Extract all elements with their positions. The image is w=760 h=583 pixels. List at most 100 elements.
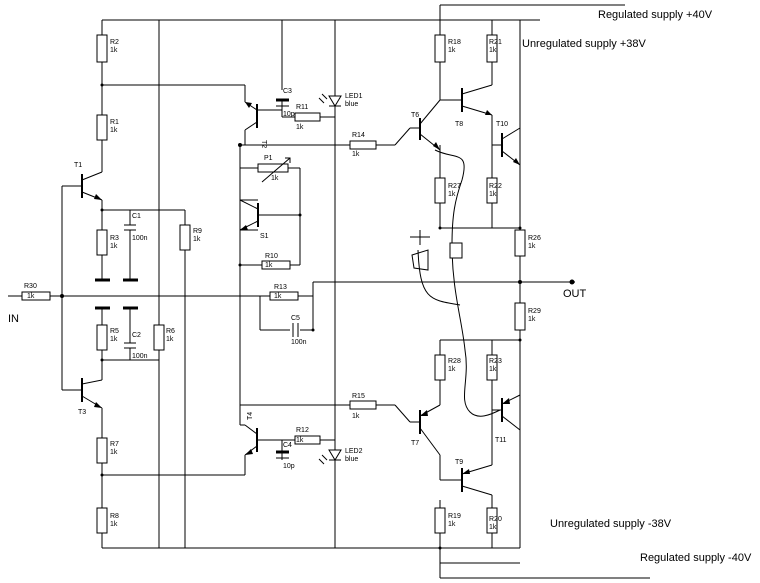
label-unregulated-supply-pos: Unregulated supply +38V [522,38,646,50]
value-r19: 1k [448,521,456,528]
label-r26: R26 [528,235,541,242]
value-r5: 1k [110,336,118,343]
transistor-t8: T8 [450,84,493,128]
label-r6: R6 [166,328,175,335]
label-r11: R11 [296,104,308,111]
label-r13: R13 [274,284,287,291]
label-led1: LED1 [345,93,363,100]
capacitor-c2: C2 100n [124,332,148,360]
value-r12: 1k [296,437,304,444]
value-r14: 1k [352,151,360,158]
value-r23: 1k [489,366,497,373]
transistor-t1: T1 [74,162,103,201]
transistor-t9: T9 [450,430,493,496]
label-r10: R10 [265,253,278,260]
value-r9: 1k [193,236,201,243]
capacitor-c4: C4 10p [276,442,295,470]
value-r18: 1k [448,47,456,54]
value-r26: 1k [528,243,536,250]
value-r3: 1k [110,243,118,250]
resistor-r11: R11 1k [294,104,321,131]
label-t3: T3 [78,409,86,416]
value-r29: 1k [528,316,536,323]
transistors: T1 T3 T2 S1 T4 [74,20,521,496]
ground-bars [95,278,138,310]
label-r1: R1 [110,119,119,126]
label-r27: R27 [448,183,461,190]
capacitor-c5: C5 100n [291,315,307,346]
label-t6: T6 [411,112,419,119]
value-c3: 10p [283,111,295,118]
label-r9: R9 [193,228,202,235]
value-p1: 1k [271,175,279,182]
label-r23: R23 [489,358,502,365]
label-t10: T10 [496,121,508,128]
label-r7: R7 [110,441,119,448]
transistor-s1: S1 [239,199,269,240]
wiring [8,4,650,579]
label-t1: T1 [74,162,82,169]
capacitors: C1 100n C2 100n C3 10p C4 10p C5 100n [124,88,307,470]
transistor-t6: T6 [410,99,441,151]
transistor-t2: T2 [244,101,267,148]
transistor-t7: T7 [410,404,441,456]
value-r7: 1k [110,449,118,456]
label-r20: R20 [489,516,502,523]
value-r21: 1k [489,47,497,54]
value-c1: 100n [132,235,148,242]
label-r8: R8 [110,513,119,520]
value-r28: 1k [448,366,456,373]
label-led2: LED2 [345,448,363,455]
value-r8: 1k [110,521,118,528]
value-led2: blue [345,456,358,463]
capacitor-c1: C1 100n [124,213,148,242]
value-r1: 1k [110,127,118,134]
label-r19: R19 [448,513,461,520]
label-p1: P1 [264,155,273,162]
label-regulated-supply-pos: Regulated supply +40V [598,9,713,21]
value-r22: 1k [489,191,497,198]
label-c3: C3 [283,88,292,95]
label-t9: T9 [455,459,463,466]
label-r2: R2 [110,39,119,46]
label-r30: R30 [24,283,37,290]
led1: LED1 blue [318,93,363,108]
potentiometer-p1: P1 1k [257,155,291,183]
value-c4: 10p [283,463,295,470]
value-led1: blue [345,101,358,108]
value-r20: 1k [489,524,497,531]
label-t11: T11 [495,437,507,444]
label-r12: R12 [296,427,309,434]
value-r13: 1k [274,293,282,300]
label-out: OUT [563,288,587,300]
leds: LED1 blue LED2 blue [318,93,363,465]
label-regulated-supply-neg: Regulated supply -40V [640,552,752,564]
junctions [60,83,575,550]
value-r11: 1k [296,124,304,131]
value-c2: 100n [132,353,148,360]
transistor-t4: T4 [244,412,258,456]
label-unregulated-supply-neg: Unregulated supply -38V [550,518,672,530]
transistor-t3: T3 [78,378,103,416]
label-in: IN [8,313,19,325]
